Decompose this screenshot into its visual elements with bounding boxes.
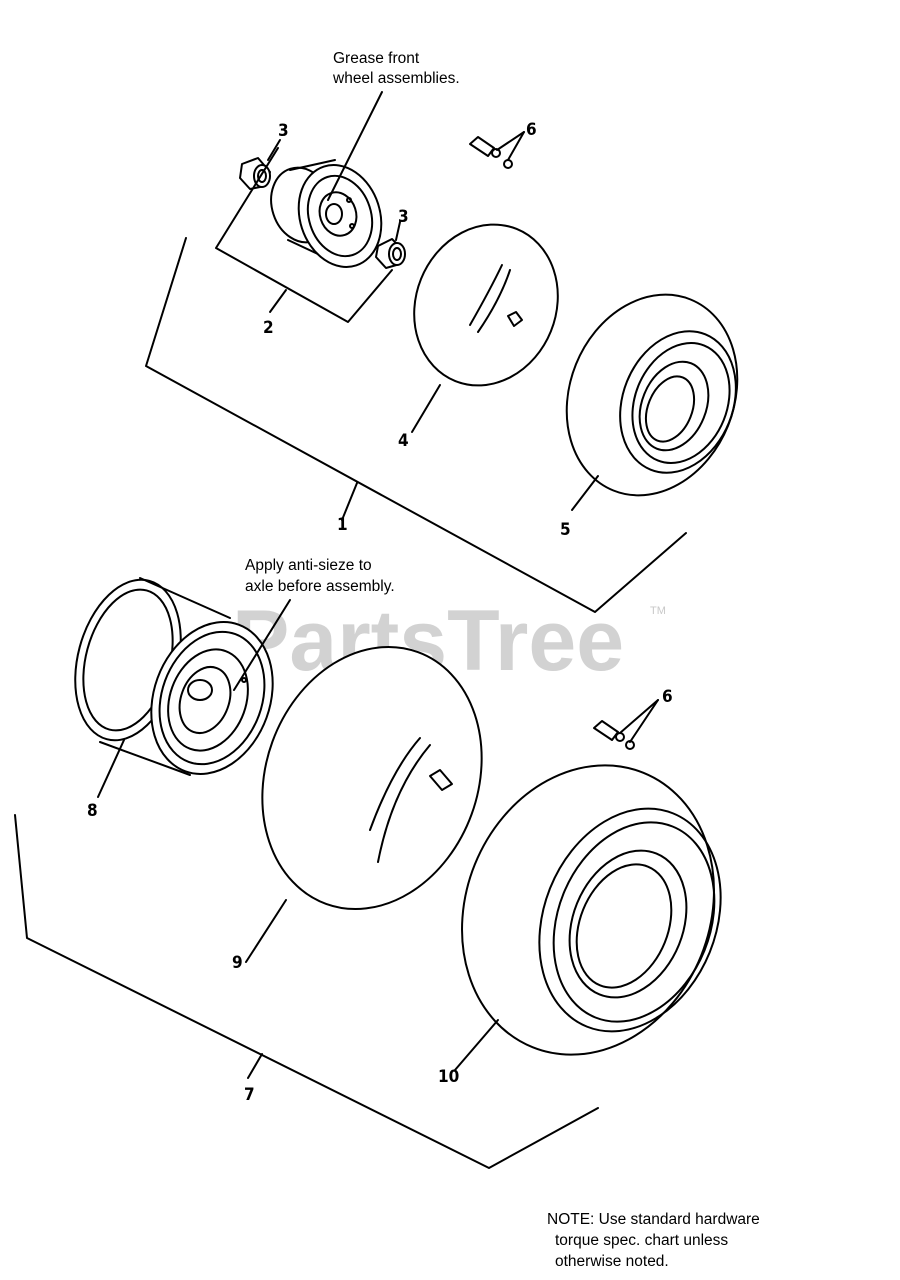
antiseize-note-line1: Apply anti-sieze to [245,557,372,574]
front-wheel-assembly-bracket [145,237,687,613]
grease-note-line1: Grease front [333,50,420,67]
leader-5 [571,475,599,511]
valve-stem-upper [469,131,525,169]
leader-9 [245,899,287,963]
front-inner-tube [413,223,559,387]
watermark-trademark: TM [650,605,666,617]
front-rim [270,159,383,268]
front-tire [565,293,739,497]
rear-wheel-assembly-bracket [14,814,599,1169]
rear-tire [461,764,722,1056]
callout-6b: 6 [662,687,673,707]
callout-3a: 3 [278,121,289,141]
leader-8 [97,739,125,798]
valve-stem-lower [593,699,659,750]
antiseize-leader [233,599,291,691]
callout-8: 8 [87,801,98,821]
leader-4 [411,384,441,433]
callout-4: 4 [398,431,409,451]
footer-note-line1: NOTE: Use standard hardware [547,1211,760,1228]
callout-2: 2 [263,318,274,338]
rim-bushing-bracket [215,147,393,323]
leader-3b [395,221,401,241]
antiseize-note-line2: axle before assembly. [245,578,395,595]
leader-10 [454,1019,499,1071]
callout-9: 9 [232,953,243,973]
grease-leader [327,91,383,201]
callout-6a: 6 [526,120,537,140]
callout-1: 1 [337,515,348,535]
callout-3b: 3 [398,207,409,227]
front-bushing-right [375,238,406,269]
leader-2 [269,289,287,313]
footer-note-line2: torque spec. chart unless [555,1232,728,1249]
footer-note-line3: otherwise noted. [555,1253,669,1270]
callout-10: 10 [438,1067,459,1087]
rear-rim [74,577,274,776]
grease-note-line2: wheel assemblies. [332,70,460,87]
leader-3a [267,139,281,161]
rear-inner-tube [261,645,483,911]
callout-7: 7 [244,1085,255,1105]
callout-5: 5 [560,520,571,540]
